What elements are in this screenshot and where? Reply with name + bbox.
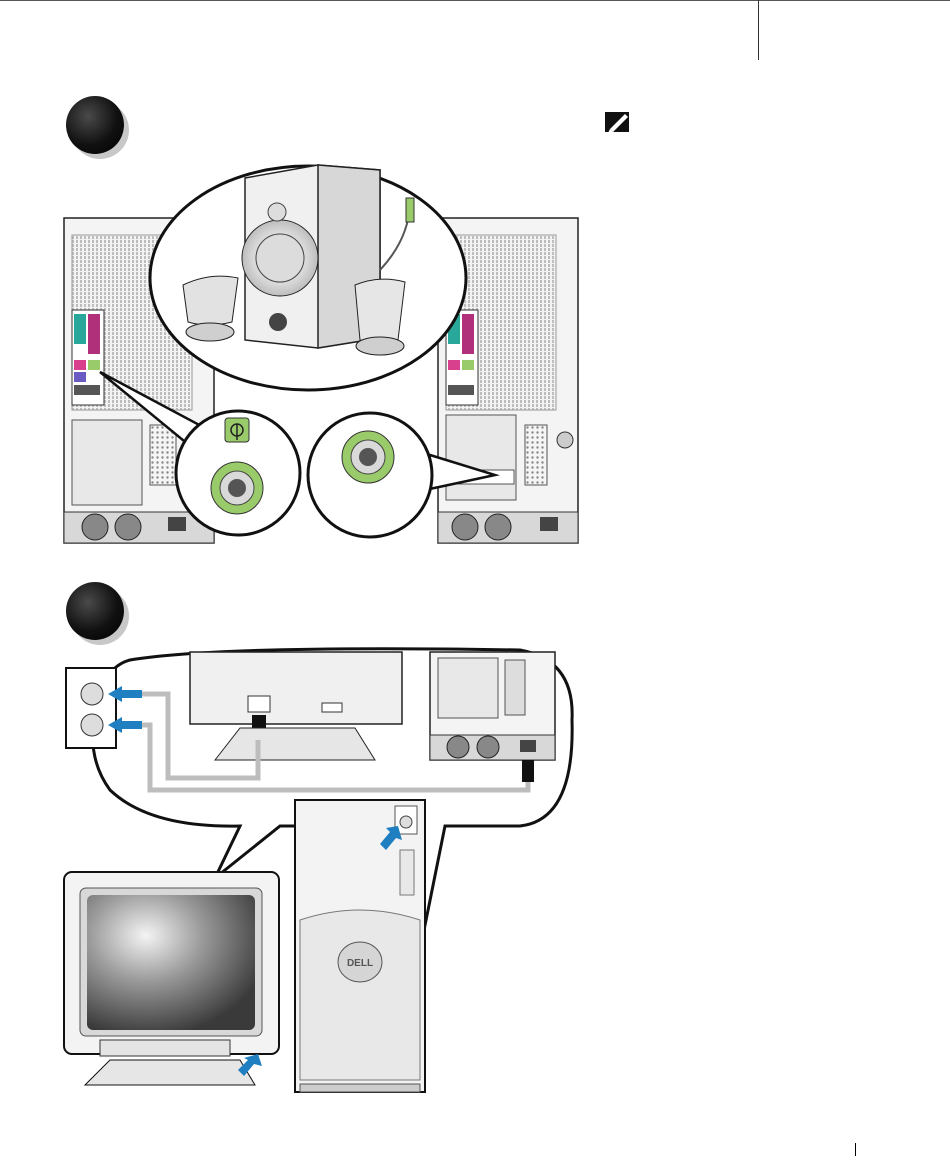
dell-logo: DELL xyxy=(347,958,373,969)
computer-front: DELL xyxy=(295,800,425,1092)
page-number-divider xyxy=(855,1143,856,1156)
monitor-front xyxy=(64,872,279,1085)
